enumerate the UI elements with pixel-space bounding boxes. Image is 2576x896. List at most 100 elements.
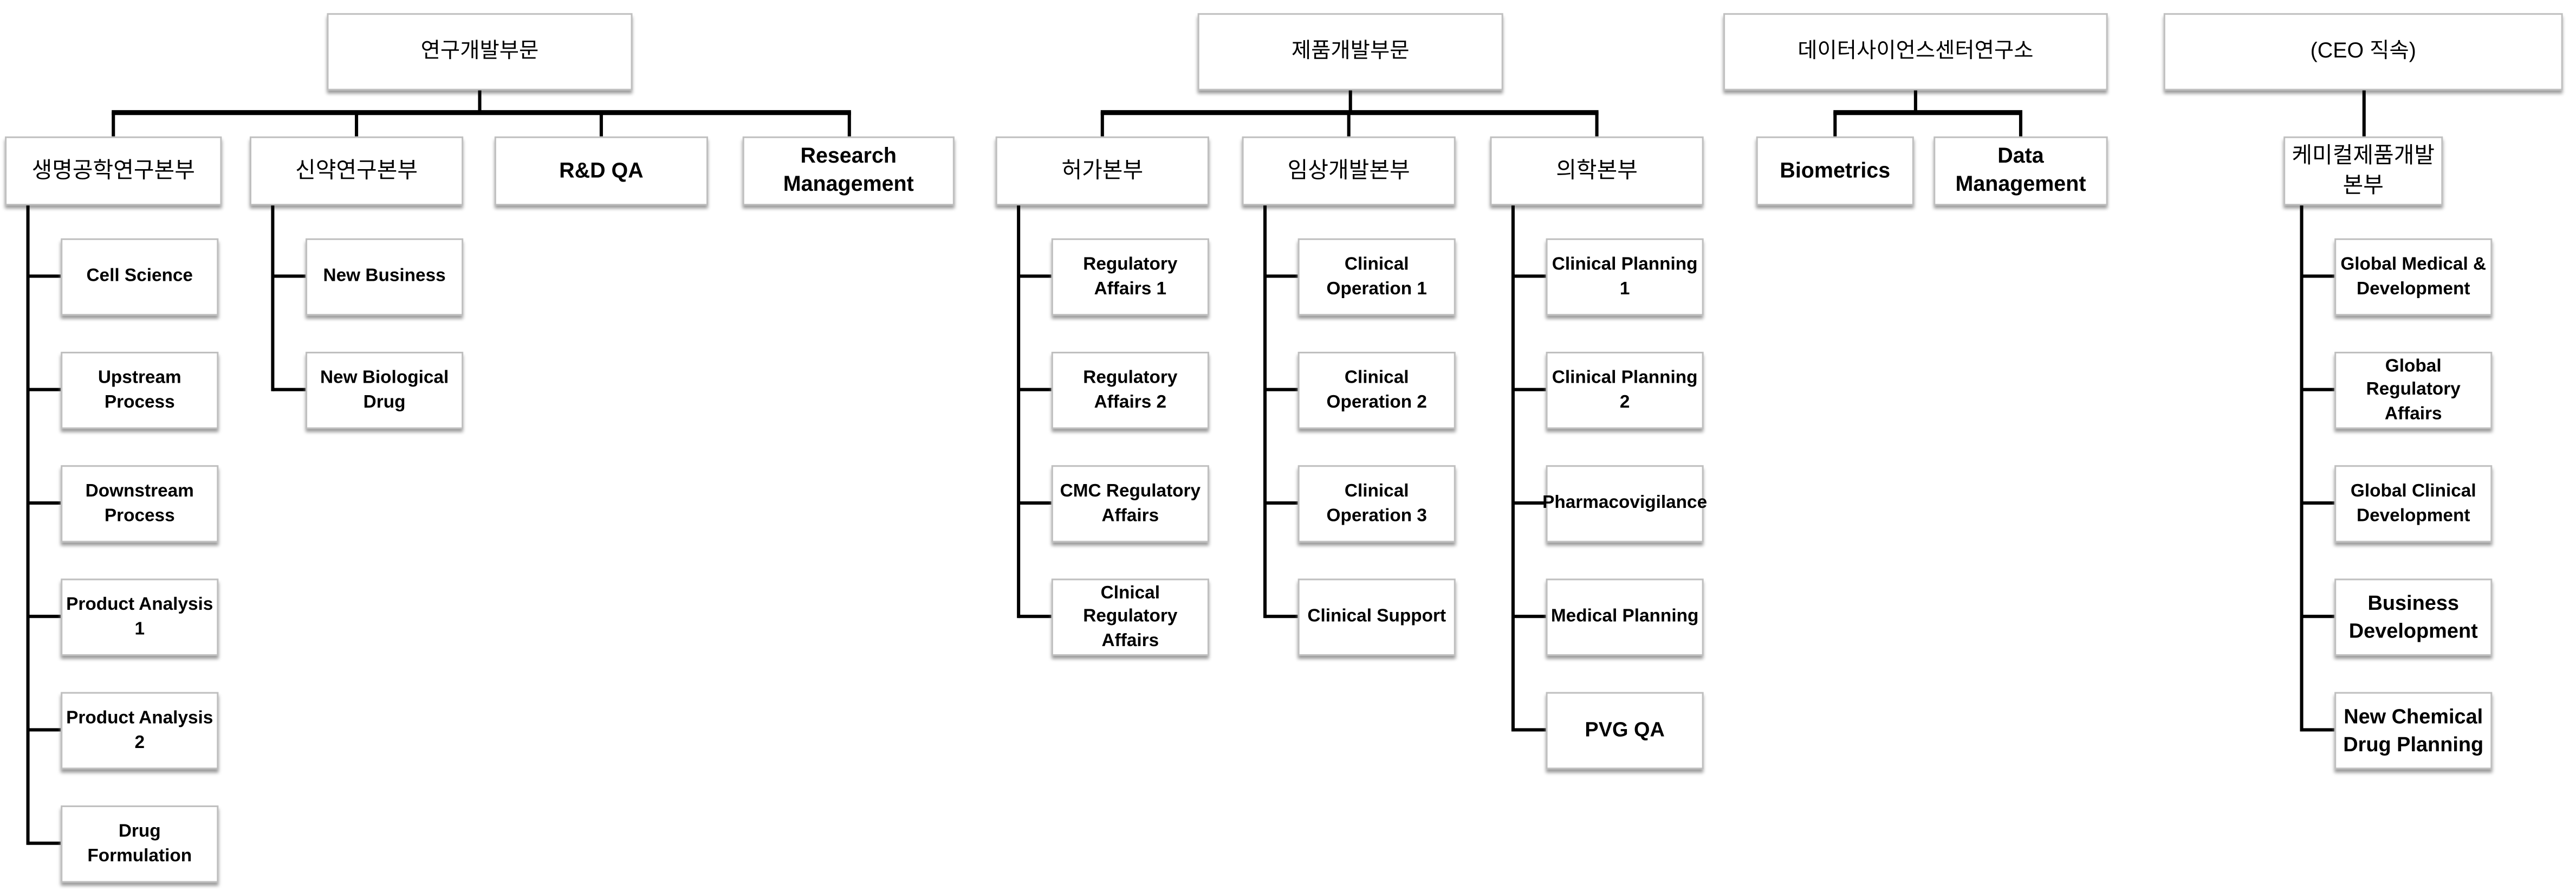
team-box-label: Clinical Operation 3 [1326, 482, 1427, 525]
unit-box: Data Management [1933, 136, 2108, 206]
unit-box: Research Management [742, 136, 955, 206]
connector-line [847, 112, 851, 137]
unit-box-label: Biometrics [1780, 157, 1891, 182]
team-box-label: Clinical Support [1307, 607, 1446, 627]
team-box: Clinical Planning 2 [1546, 351, 1704, 429]
team-box-label: Drug Formulation [87, 822, 192, 866]
connector-line [2301, 388, 2335, 391]
connector-line [1017, 205, 1021, 618]
division-box: (CEO 직속) [2163, 13, 2563, 91]
connector-line [1513, 728, 1546, 732]
connector-line [1265, 501, 1298, 505]
team-box: Clnical Regulatory Affairs [1051, 578, 1209, 656]
unit-box: 의학본부 [1490, 136, 1704, 206]
team-box-label: Pharmacovigilance [1542, 493, 1708, 514]
connector-line [1513, 615, 1546, 618]
connector-line [1265, 388, 1298, 391]
connector-line [1511, 205, 1515, 732]
team-box: Pharmacovigilance [1542, 465, 1707, 543]
team-box: New Biological Drug [306, 351, 464, 429]
connector-line [28, 615, 61, 618]
team-box: Clinical Operation 2 [1297, 351, 1456, 429]
division-box: 연구개발부문 [327, 13, 633, 91]
connector-line [599, 112, 603, 137]
team-box-label: Clinical Planning 2 [1552, 368, 1698, 412]
team-box: Clinical Planning 1 [1546, 238, 1704, 316]
team-box-label: Global Clinical Development [2350, 482, 2476, 525]
team-box: Drug Formulation [61, 805, 219, 883]
division-box: 제품개발부문 [1197, 13, 1503, 91]
unit-box-label: 허가본부 [1061, 158, 1144, 183]
connector-line [1018, 388, 1052, 391]
connector-line [2300, 205, 2304, 732]
connector-line [1100, 112, 1104, 137]
team-box-label: Business Development [2348, 592, 2478, 642]
team-box-label: Clinical Planning 1 [1552, 255, 1698, 299]
connector-line [1018, 274, 1052, 278]
connector-line [1513, 388, 1546, 391]
connector-line [1913, 90, 1917, 112]
connector-line [28, 841, 61, 845]
connector-line [28, 388, 61, 391]
connector-line [28, 501, 61, 505]
team-box: Product Analysis 1 [61, 578, 219, 656]
connector-line [2301, 728, 2335, 732]
team-box-label: Upstream Process [98, 368, 181, 412]
connector-line [1347, 112, 1351, 137]
team-box-label: New Chemical Drug Planning [2343, 705, 2484, 756]
connector-line [112, 112, 115, 137]
team-box: Product Analysis 2 [61, 692, 219, 770]
connector-line [1833, 112, 1837, 137]
connector-line [1348, 90, 1352, 112]
unit-box-label: 케미컬제품개발본부 [2292, 144, 2435, 197]
team-box: New Chemical Drug Planning [2334, 692, 2493, 770]
connector-line [1513, 274, 1546, 278]
team-box: Regulatory Affairs 1 [1051, 238, 1209, 316]
team-box: Upstream Process [61, 351, 219, 429]
team-box-label: Clinical Operation 1 [1326, 255, 1427, 299]
unit-box: 케미컬제품개발본부 [2283, 136, 2443, 206]
team-box: PVG QA [1546, 692, 1704, 770]
unit-box-label: 신약연구본부 [295, 158, 418, 183]
team-box-label: Regulatory Affairs 2 [1083, 368, 1178, 412]
connector-line [1018, 501, 1052, 505]
team-box-label: Downstream Process [85, 482, 194, 525]
unit-box: 허가본부 [995, 136, 1209, 206]
connector-line [1265, 615, 1298, 618]
connector-line [272, 388, 306, 391]
division-box-label: (CEO 직속) [2310, 37, 2416, 63]
connector-line [1265, 274, 1298, 278]
team-box: Global Medical & Development [2334, 238, 2493, 316]
unit-box: 임상개발본부 [1242, 136, 1456, 206]
team-box: Global Clinical Development [2334, 465, 2493, 543]
team-box-label: Global Medical & Development [2340, 255, 2487, 299]
team-box-label: Clnical Regulatory Affairs [1083, 583, 1178, 650]
unit-box: Biometrics [1756, 136, 1914, 206]
unit-box: 생명공학연구본부 [5, 136, 222, 206]
team-box-label: Product Analysis 2 [66, 708, 213, 752]
connector-line [355, 112, 359, 137]
connector-line [2301, 615, 2335, 618]
division-box-label: 데이터사이언스센터연구소 [1798, 37, 2034, 63]
connector-line [1513, 501, 1546, 505]
team-box: Clinical Support [1297, 578, 1456, 656]
team-box-label: New Business [323, 267, 446, 287]
connector-line [1263, 205, 1267, 618]
team-box-label: Global Regulatory Affairs [2366, 357, 2461, 424]
division-box-label: 제품개발부문 [1291, 37, 1410, 63]
connector-line [2301, 501, 2335, 505]
unit-box-label: Data Management [1955, 143, 2086, 196]
team-box: Cell Science [61, 238, 219, 316]
unit-box-label: 생명공학연구본부 [31, 158, 195, 183]
team-box-label: Clinical Operation 2 [1326, 368, 1427, 412]
team-box-label: PVG QA [1585, 719, 1665, 742]
connector-line [26, 205, 30, 845]
unit-box: R&D QA [494, 136, 709, 206]
unit-box-label: R&D QA [559, 157, 644, 182]
team-box-label: Medical Planning [1550, 607, 1699, 627]
team-box: Medical Planning [1546, 578, 1704, 656]
division-box: 데이터사이언스센터연구소 [1723, 13, 2108, 91]
unit-box-label: 의학본부 [1556, 158, 1638, 183]
team-box: New Business [306, 238, 464, 316]
